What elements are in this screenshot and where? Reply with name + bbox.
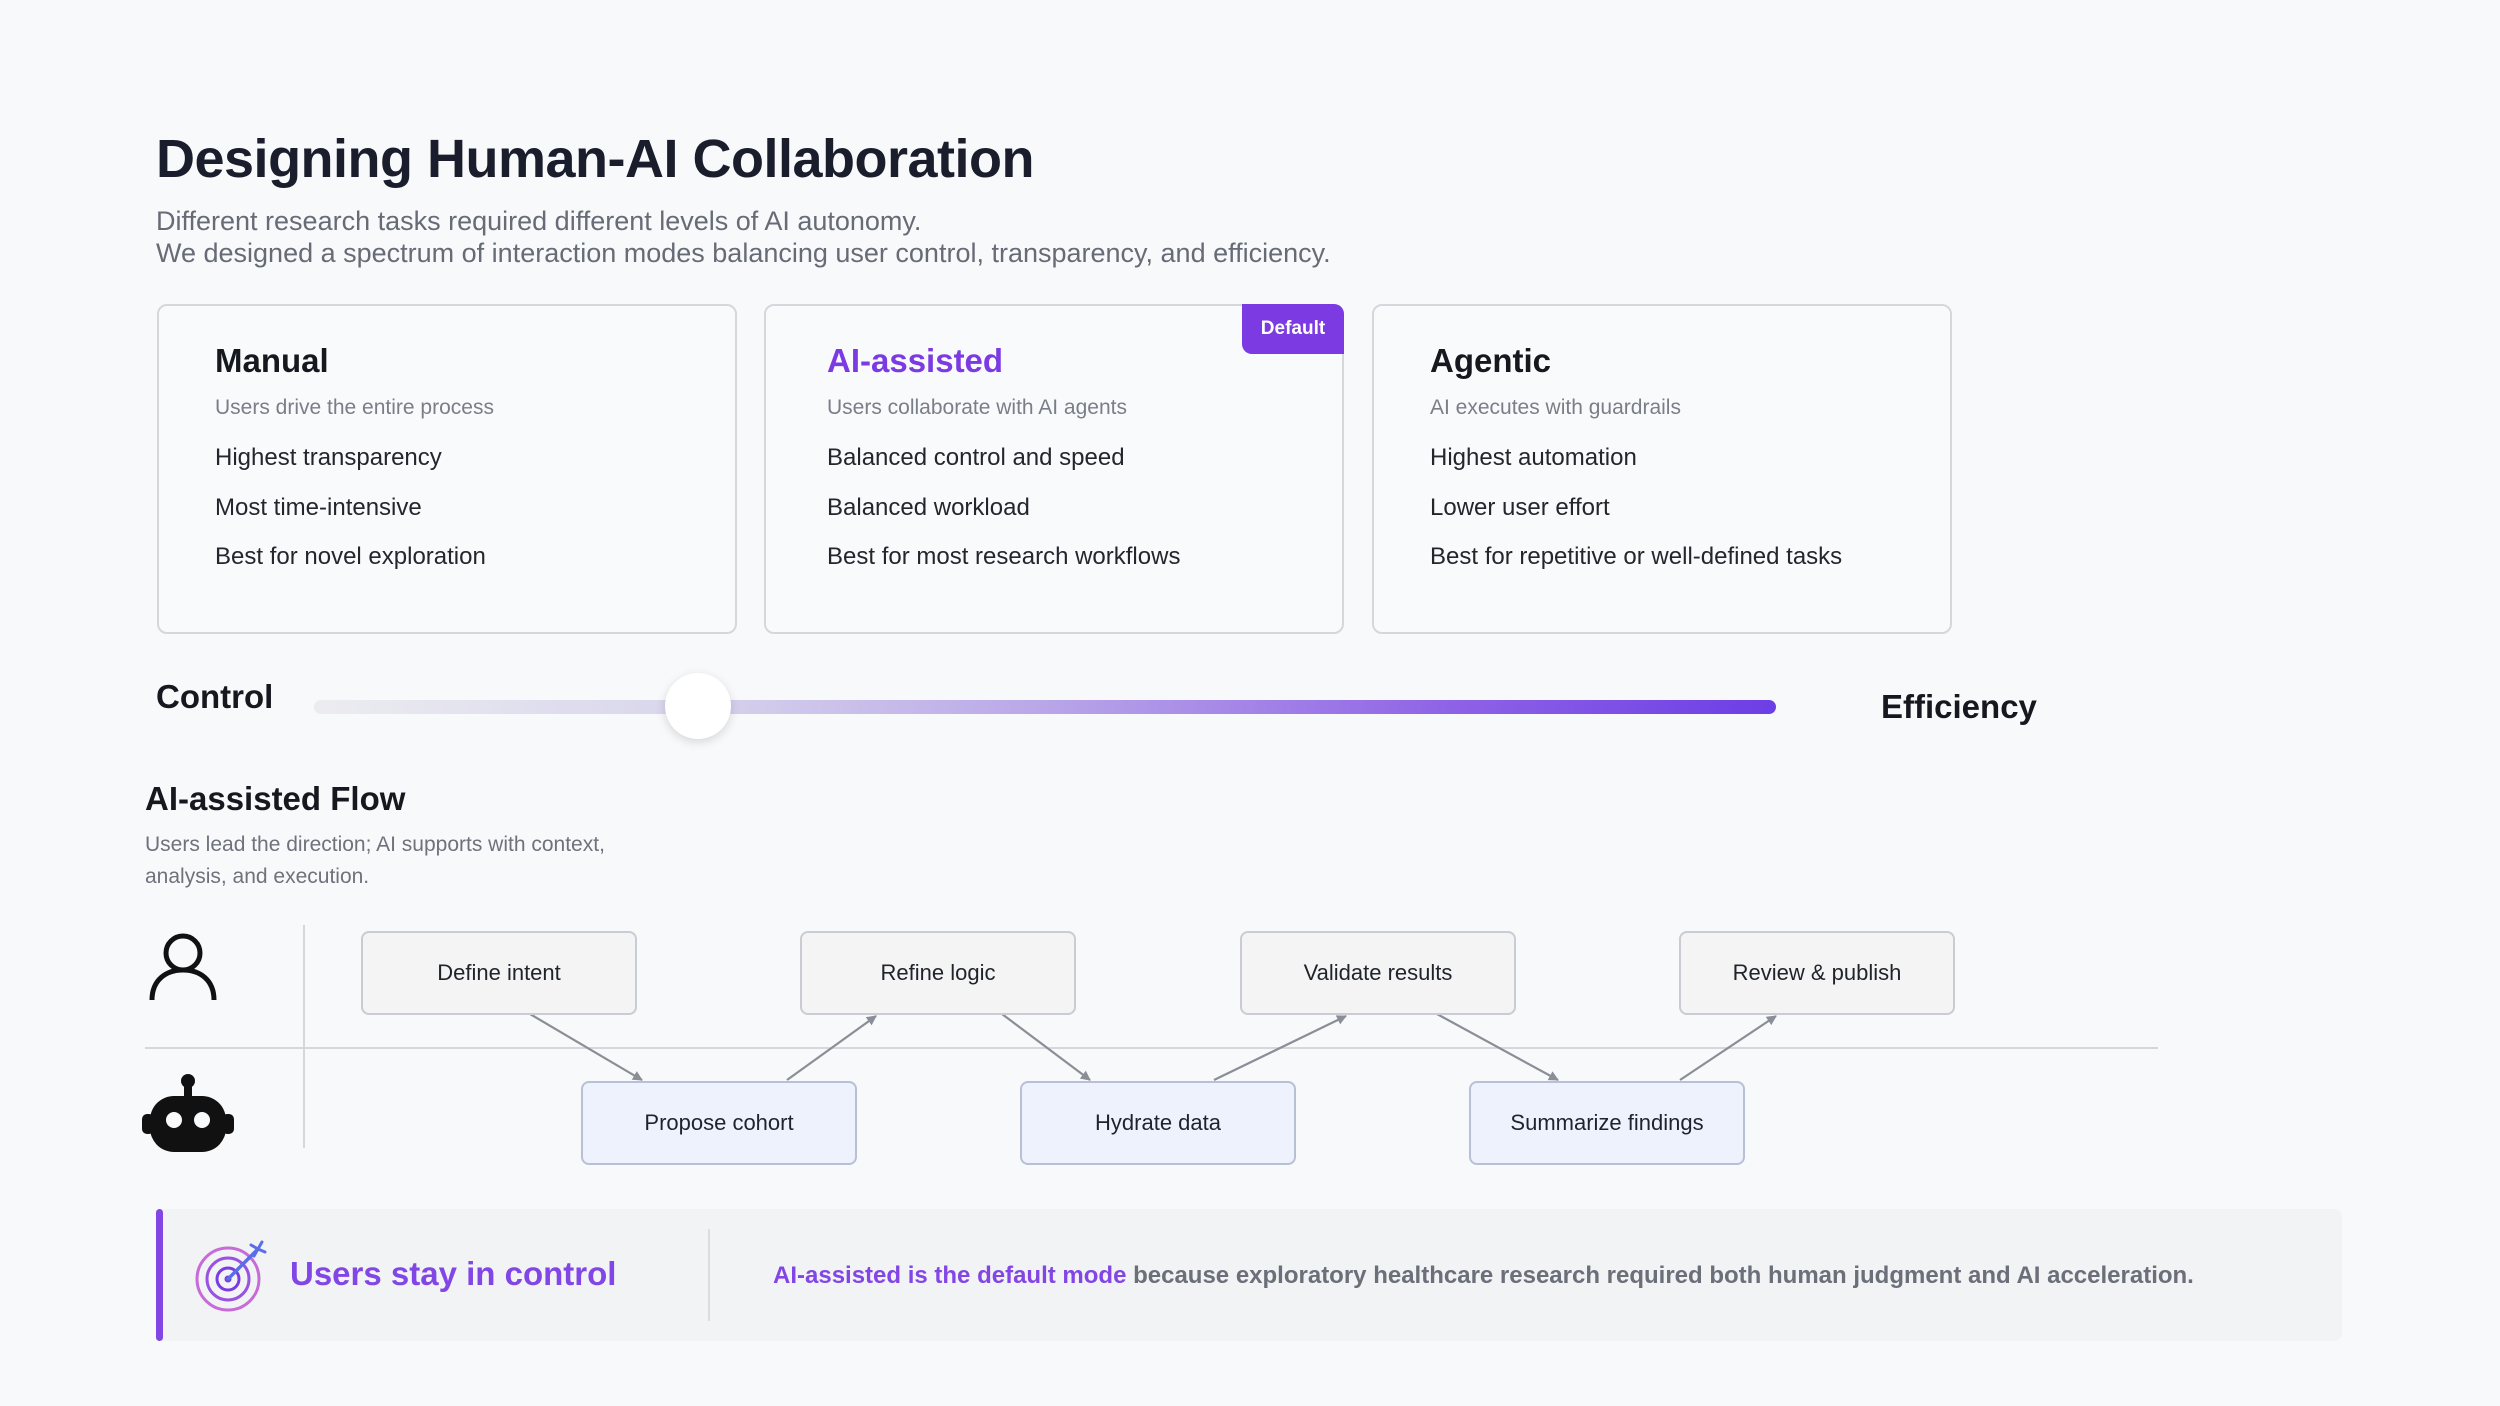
flow-subtitle-line-2: analysis, and execution. [145, 865, 370, 888]
flow-arrow [1213, 1015, 1347, 1081]
flow-arrow [1436, 1013, 1559, 1081]
page-subtitle-line-1: Different research tasks required differ… [156, 206, 922, 236]
callout-title: Users stay in control [290, 1255, 617, 1292]
spectrum-right-label: Efficiency [1881, 688, 2037, 725]
callout-text: AI-assisted is the default mode because … [773, 1262, 2194, 1290]
flow-step-refine-logic[interactable]: Refine logic [800, 931, 1076, 1015]
spectrum-left-label: Control [156, 678, 274, 715]
mode-feature: Highest automation [1430, 444, 1637, 471]
mode-feature: Best for most research workflows [827, 543, 1181, 570]
flow-arrow [529, 1013, 643, 1081]
target-icon [195, 1240, 267, 1312]
mode-card-agentic[interactable]: Agentic AI executes with guardrails High… [1372, 304, 1952, 634]
mode-subtitle: AI executes with guardrails [1430, 396, 1681, 419]
flow-step-review-publish[interactable]: Review & publish [1679, 931, 1955, 1015]
mode-title: Manual [215, 342, 329, 379]
mode-card-manual[interactable]: Manual Users drive the entire process Hi… [157, 304, 737, 634]
flow-step-propose-cohort[interactable]: Propose cohort [581, 1081, 857, 1165]
mode-title: AI-assisted [827, 342, 1004, 379]
mode-card-ai-assisted[interactable]: Default AI-assisted Users collaborate wi… [764, 304, 1344, 634]
flow-arrow [1001, 1013, 1091, 1081]
default-badge: Default [1242, 304, 1344, 354]
mode-feature: Best for repetitive or well-defined task… [1430, 543, 1843, 570]
callout-accent-bar [156, 1209, 163, 1341]
mode-subtitle: Users drive the entire process [215, 396, 494, 419]
mode-feature: Balanced control and speed [827, 444, 1125, 471]
flow-title: AI-assisted Flow [145, 780, 406, 817]
flow-arrow [786, 1015, 877, 1081]
callout-highlight: AI-assisted is the default mode [773, 1262, 1127, 1289]
mode-feature: Most time-intensive [215, 494, 422, 521]
flow-subtitle-line-1: Users lead the direction; AI supports wi… [145, 833, 605, 856]
flow-step-define-intent[interactable]: Define intent [361, 931, 637, 1015]
flow-step-hydrate-data[interactable]: Hydrate data [1020, 1081, 1296, 1165]
flow-step-summarize-findings[interactable]: Summarize findings [1469, 1081, 1745, 1165]
flow-arrow [1679, 1015, 1777, 1081]
page-title: Designing Human-AI Collaboration [156, 129, 1035, 189]
mode-feature: Balanced workload [827, 494, 1030, 521]
flow-step-validate-results[interactable]: Validate results [1240, 931, 1516, 1015]
robot-icon [142, 1074, 234, 1152]
callout-body: because exploratory healthcare research … [1126, 1262, 2194, 1289]
person-icon [149, 933, 217, 1001]
callout-divider [708, 1229, 710, 1321]
spectrum-slider-thumb[interactable] [665, 673, 731, 739]
mode-feature: Highest transparency [215, 444, 442, 471]
mode-title: Agentic [1430, 342, 1552, 379]
mode-feature: Lower user effort [1430, 494, 1610, 521]
callout-banner: Users stay in control AI-assisted is the… [156, 1209, 2342, 1341]
page-subtitle-line-2: We designed a spectrum of interaction mo… [156, 238, 1331, 268]
mode-subtitle: Users collaborate with AI agents [827, 396, 1127, 419]
mode-feature: Best for novel exploration [215, 543, 486, 570]
